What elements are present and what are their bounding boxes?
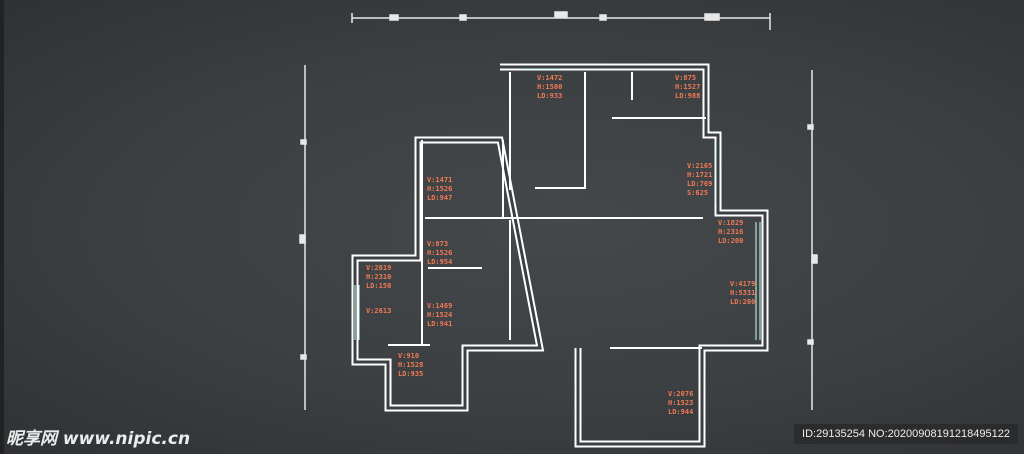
room-label: V:2076 H:1523 LD:944 (668, 390, 694, 416)
room-label: V:2019 H:2310 LD:150 (366, 264, 392, 290)
room-label: V:873 H:1526 LD:954 (427, 240, 453, 266)
room-label: V:1472 H:1500 LD:933 (537, 74, 563, 100)
room-label: V:2613 (366, 307, 392, 315)
walls (351, 63, 769, 448)
screen-bezel (0, 0, 4, 454)
room-label: V:4179 H:5331 LD:200 (730, 280, 756, 306)
windows (354, 68, 761, 340)
room-label: V:1471 H:1526 LD:947 (427, 176, 453, 202)
room-label: V:875 H:1527 LD:988 (675, 74, 701, 100)
dimension-lines (299, 11, 818, 410)
room-label: V:1829 H:2316 LD:200 (718, 219, 744, 245)
room-label: V:2165 H:1721 LD:769 S:625 (687, 162, 713, 197)
wall-bedroom1 (535, 72, 586, 189)
image-id-badge: ID:29135254 NO:20200908191218495122 (794, 424, 1018, 444)
room-label: V:1469 H:1524 LD:941 (427, 302, 453, 328)
watermark-logo: 昵享网 www.nipic.cn (6, 429, 191, 449)
room-label: V:910 H:1528 LD:935 (398, 352, 424, 378)
